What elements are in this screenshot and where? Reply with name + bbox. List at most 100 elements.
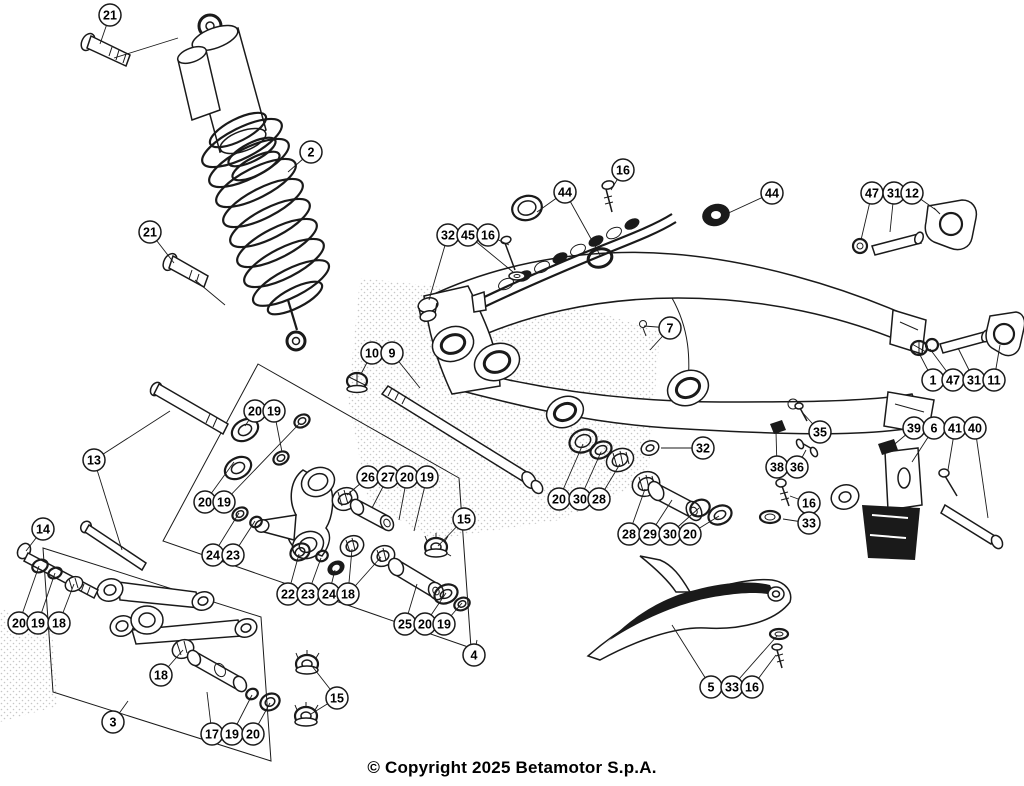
shock-lower-hardware [417,297,733,526]
callout-balloon-30-47: 30 [568,487,592,511]
callout-balloon-18-35: 18 [149,663,173,687]
callout-balloon-15-40: 15 [325,686,349,710]
svg-text:19: 19 [267,405,281,419]
callout-balloon-19-43: 19 [432,612,456,636]
svg-text:19: 19 [420,471,434,485]
leader-line [93,410,171,461]
svg-text:32: 32 [441,229,455,243]
callout-balloon-20-15: 20 [243,399,267,423]
svg-text:20: 20 [246,728,260,742]
svg-text:3: 3 [110,716,117,730]
linkage-arms [96,577,258,645]
leader-line [223,423,300,503]
svg-text:17: 17 [205,728,219,742]
callout-balloon-39-58: 39 [902,416,926,440]
callout-balloon-1-62: 1 [921,368,945,392]
svg-text:6: 6 [931,422,938,436]
callout-balloon-35-55: 35 [808,420,832,444]
svg-text:19: 19 [437,618,451,632]
callout-balloon-20-39: 20 [241,722,265,746]
knuckle-needle-bearings [331,486,396,568]
callout-balloon-36-54: 36 [785,455,809,479]
callout-balloon-5-66: 5 [699,675,723,699]
svg-text:33: 33 [725,681,739,695]
chain-adjuster-upper [851,199,978,256]
svg-text:12: 12 [905,187,919,201]
svg-text:18: 18 [341,588,355,602]
svg-text:39: 39 [907,422,921,436]
svg-text:45: 45 [461,229,475,243]
svg-text:22: 22 [281,588,295,602]
callout-balloon-45-10: 45 [456,223,480,247]
shock-bolt-upper [80,32,179,68]
callout-balloon-9-14: 9 [380,341,404,365]
callout-balloon-19-23: 19 [415,465,439,489]
callout-balloon-16-3: 16 [611,158,635,182]
copyright-text: © Copyright 2025 Betamotor S.p.A. [367,758,657,777]
callout-balloon-21-2: 21 [138,220,162,244]
callout-balloon-38-53: 38 [765,455,789,479]
callout-balloon-10-13: 10 [360,341,384,365]
top-bolt-16 [601,180,615,213]
arm-spacer-17 [171,638,281,712]
svg-text:7: 7 [667,322,674,336]
svg-text:27: 27 [381,471,395,485]
leader-line [93,459,123,551]
svg-text:20: 20 [12,617,26,631]
callout-balloon-18-30: 18 [336,582,360,606]
callout-balloon-16-56: 16 [797,491,821,515]
svg-text:38: 38 [770,461,784,475]
callout-balloon-17-37: 17 [200,722,224,746]
svg-text:41: 41 [948,422,962,436]
svg-text:28: 28 [622,528,636,542]
top-bolt-45-16 [500,235,526,281]
svg-text:32: 32 [696,442,710,456]
svg-text:15: 15 [457,513,471,527]
callout-balloon-16-68: 16 [740,675,764,699]
svg-text:47: 47 [865,187,879,201]
callout-balloon-20-52: 20 [678,522,702,546]
svg-text:16: 16 [745,681,759,695]
callout-balloon-4-44: 4 [462,643,486,667]
svg-text:20: 20 [400,471,414,485]
callout-balloon-31-64: 31 [962,368,986,392]
svg-text:21: 21 [103,9,117,23]
callout-balloon-44-5: 44 [760,181,784,205]
svg-text:44: 44 [558,186,572,200]
svg-text:19: 19 [31,617,45,631]
knuckle-hardware-left [231,506,345,576]
svg-text:31: 31 [967,374,981,388]
svg-text:23: 23 [226,549,240,563]
callout-balloon-41-60: 41 [943,416,967,440]
svg-text:26: 26 [361,471,375,485]
callout-balloon-20-22: 20 [395,465,419,489]
svg-text:16: 16 [481,229,495,243]
callout-balloon-30-51: 30 [658,522,682,546]
svg-text:20: 20 [683,528,697,542]
svg-text:18: 18 [154,669,168,683]
linkage-bolt-13 [149,381,229,436]
callout-balloon-22-27: 22 [276,582,300,606]
svg-text:31: 31 [887,187,901,201]
callout-balloon-28-49: 28 [617,522,641,546]
callout-balloon-11-65: 11 [982,368,1006,392]
callout-balloon-31-7: 31 [882,181,906,205]
svg-text:19: 19 [225,728,239,742]
callout-balloon-28-48: 28 [587,487,611,511]
svg-text:24: 24 [206,549,220,563]
svg-text:16: 16 [616,164,630,178]
callout-balloon-20-42: 20 [413,612,437,636]
callout-balloon-14-31: 14 [31,517,55,541]
leader-line [564,191,601,256]
svg-text:21: 21 [143,226,157,240]
callout-balloon-2-1: 2 [299,140,323,164]
arm-bolt-upper [79,520,147,572]
svg-text:10: 10 [365,347,379,361]
callout-balloon-47-63: 47 [941,368,965,392]
bearing-cap-left [511,194,543,222]
svg-text:28: 28 [592,493,606,507]
svg-text:36: 36 [790,461,804,475]
callout-balloon-29-50: 29 [638,522,662,546]
